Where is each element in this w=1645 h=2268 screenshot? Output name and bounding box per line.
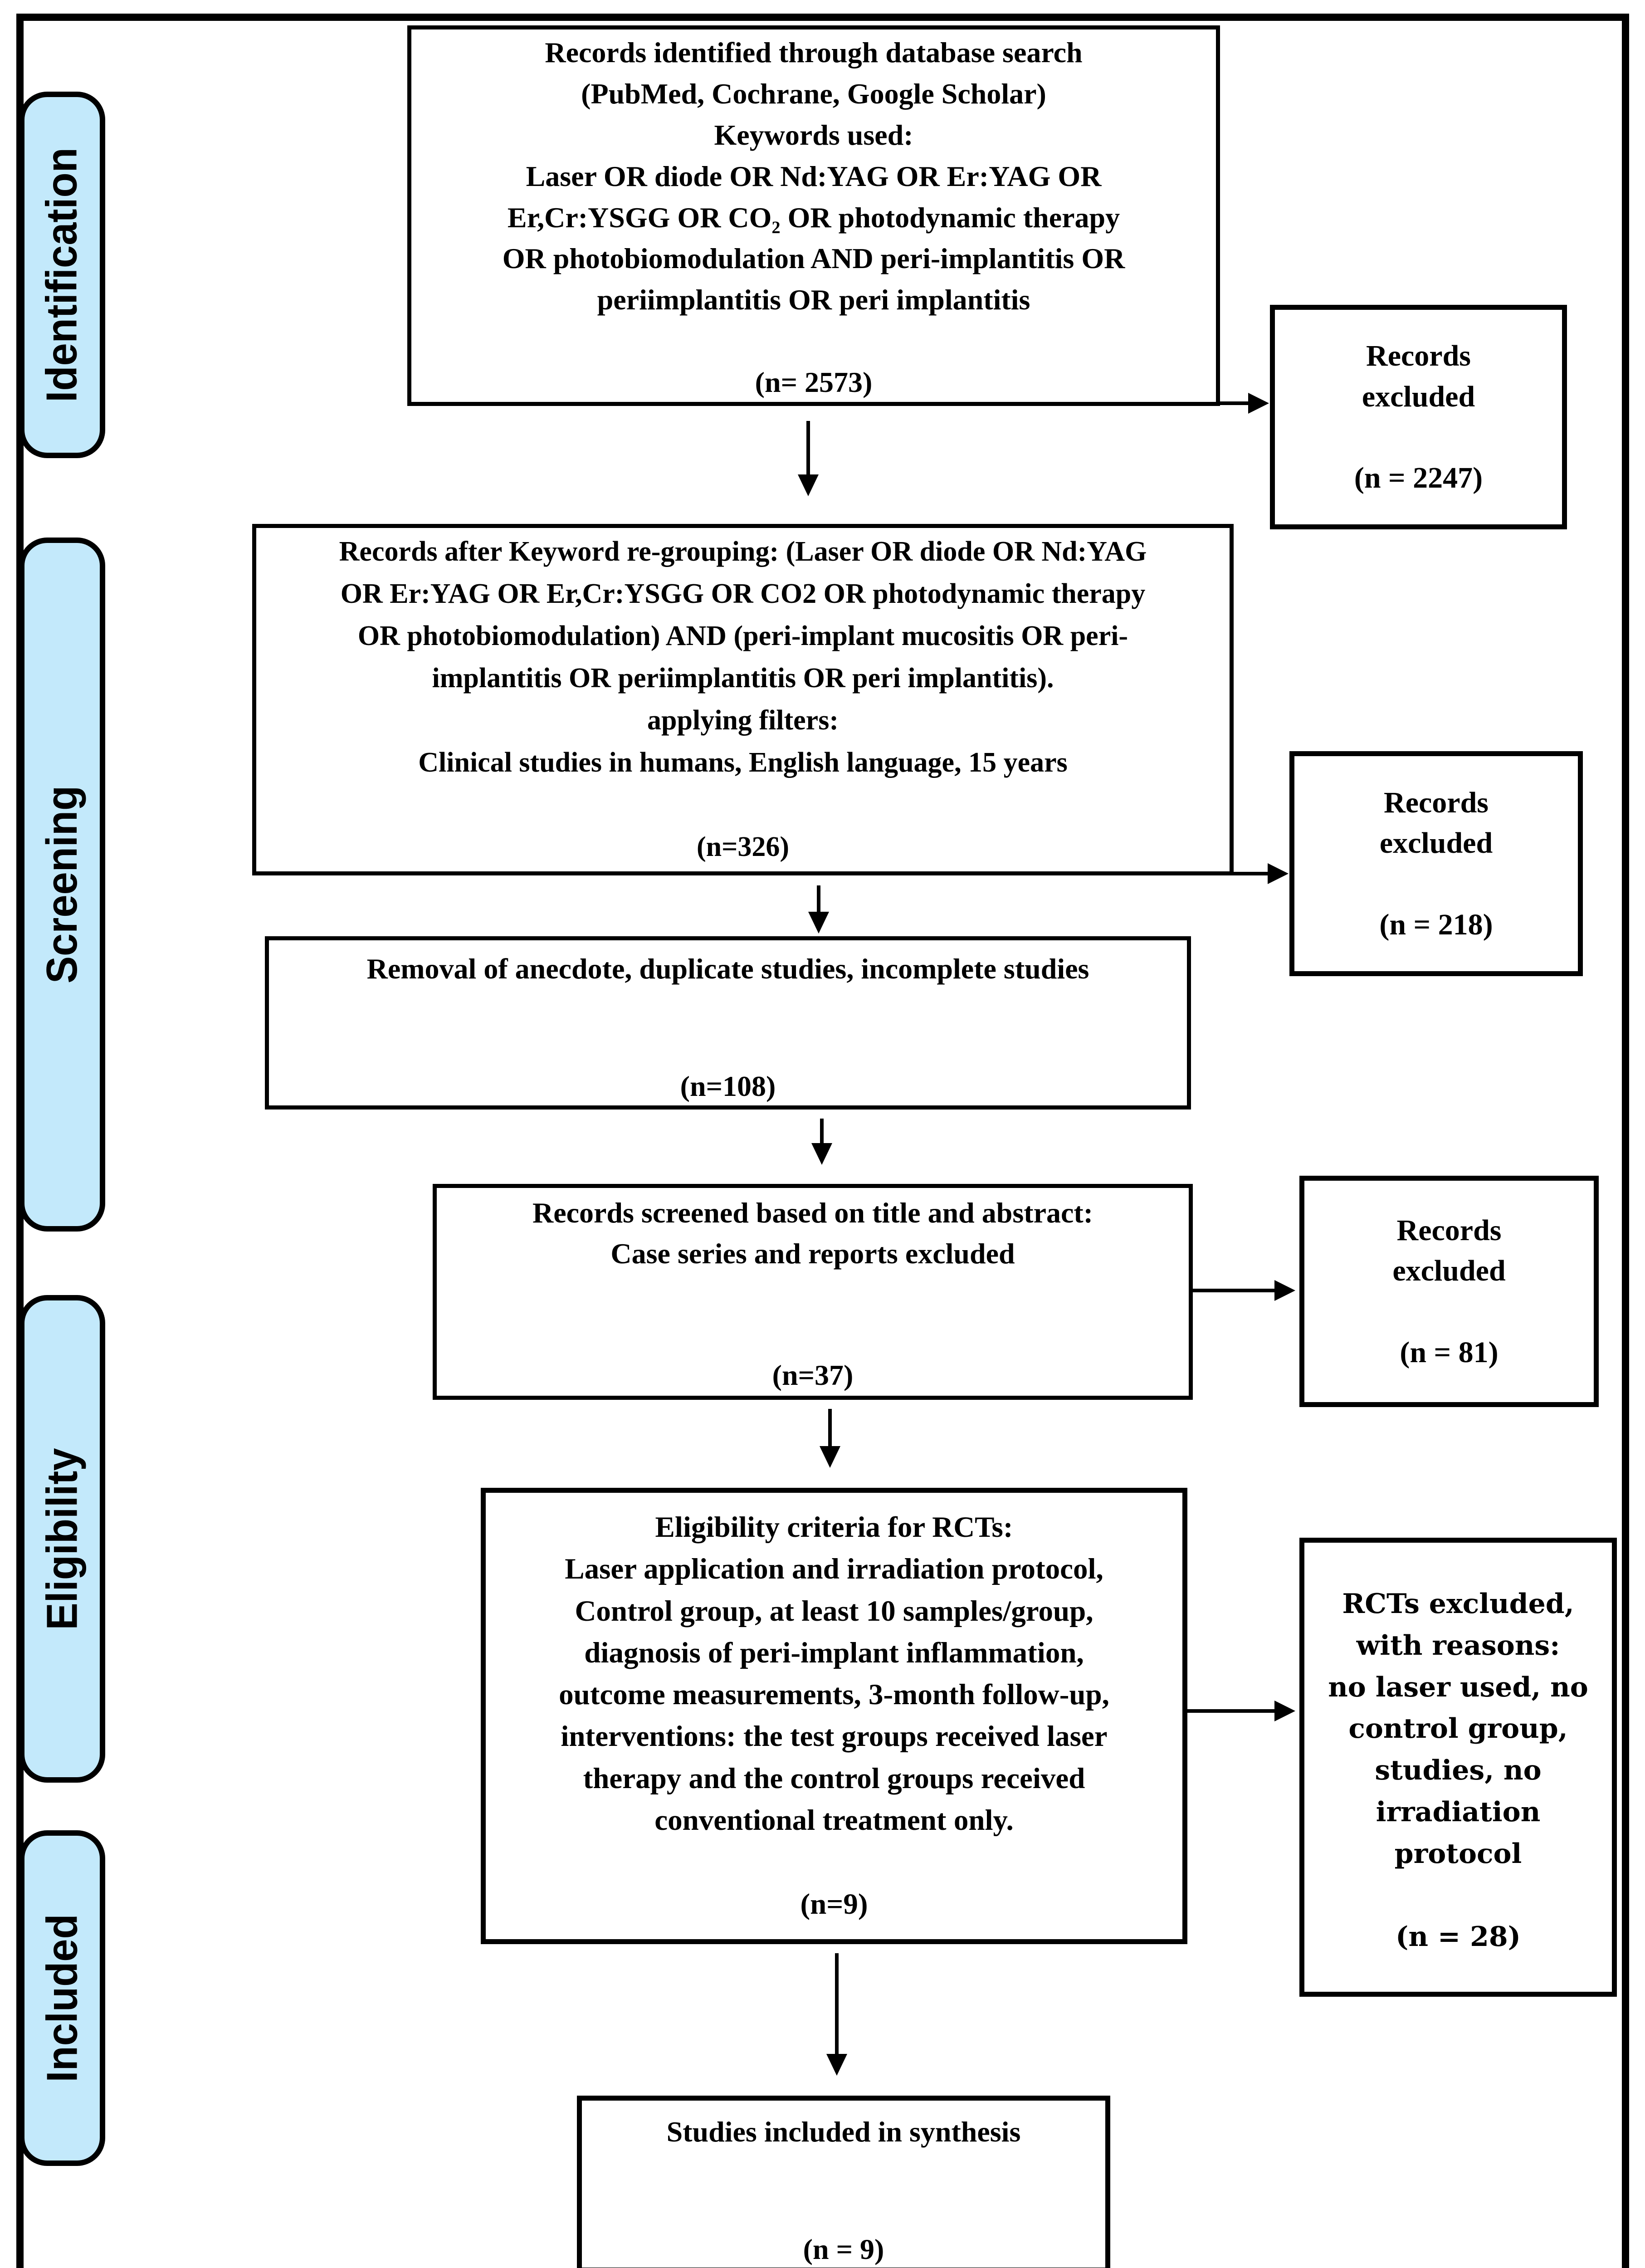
stage-identification: Identification [19, 92, 105, 458]
arrow-down-icon [808, 912, 829, 934]
box-eligibility-criteria-text: Eligibility criteria for RCTs: Laser app… [559, 1511, 1109, 1921]
arrow-eligibility-to-included [835, 1953, 839, 2054]
arrow-down-icon [826, 2054, 847, 2076]
box-rcts-excluded: RCTs excluded, with reasons: no laser us… [1299, 1538, 1617, 1997]
box-records-identified: Records identified through database sear… [407, 25, 1220, 406]
box-rcts-excluded-text: RCTs excluded, with reasons: no laser us… [1328, 1588, 1588, 1953]
stage-included: Included [19, 1830, 105, 2166]
arrow-identified-to-excluded [1220, 401, 1248, 405]
box-records-excluded-search: Records excluded (n = 2247) [1270, 305, 1567, 529]
box-duplicates-removed: Removal of anecdote, duplicate studies, … [265, 936, 1191, 1110]
arrow-screened-to-eligibility [828, 1409, 832, 1446]
stage-eligibility-label: Eligibility [38, 1447, 87, 1630]
box-records-regrouped-text: Records after Keyword re-grouping: (Lase… [339, 536, 1147, 862]
box-records-excluded-search-text: Records excluded (n = 2247) [1354, 339, 1483, 495]
arrow-down-icon [811, 1143, 832, 1165]
arrow-regrouped-to-excluded [1232, 872, 1268, 875]
box-records-excluded-title-abstract-text: Records excluded (n = 81) [1392, 1213, 1506, 1369]
box-records-excluded-filters: Records excluded (n = 218) [1289, 751, 1583, 976]
box-records-regrouped: Records after Keyword re-grouping: (Lase… [252, 524, 1234, 875]
arrow-eligibility-to-rcts-excluded [1187, 1709, 1274, 1713]
arrow-right-icon [1248, 393, 1269, 414]
arrow-down-icon [798, 474, 819, 496]
stage-identification-label: Identification [38, 147, 87, 402]
box-records-screened: Records screened based on title and abst… [433, 1184, 1193, 1400]
stage-screening: Screening [19, 538, 105, 1232]
stage-screening-label: Screening [38, 785, 86, 984]
arrow-right-icon [1274, 1280, 1295, 1301]
box-records-identified-text: Records identified through database sear… [502, 36, 1125, 398]
box-records-excluded-filters-text: Records excluded (n = 218) [1379, 786, 1493, 941]
box-records-screened-text: Records screened based on title and abst… [532, 1197, 1093, 1392]
stage-eligibility: Eligibility [19, 1295, 105, 1783]
arrow-screened-to-excluded [1193, 1289, 1274, 1292]
stage-included-label: Included [38, 1914, 86, 2082]
box-duplicates-removed-text: Removal of anecdote, duplicate studies, … [366, 953, 1089, 1103]
arrow-regrouped-to-removal [817, 885, 820, 912]
arrow-right-icon [1274, 1701, 1295, 1721]
arrow-identified-to-regrouped [806, 421, 810, 474]
box-studies-included-text: Studies included in synthesis (n = 9) [666, 2116, 1021, 2266]
arrow-down-icon [820, 1446, 840, 1468]
arrow-removal-to-screened [820, 1119, 824, 1143]
box-studies-included: Studies included in synthesis (n = 9) [577, 2096, 1110, 2268]
arrow-right-icon [1268, 863, 1289, 884]
box-records-excluded-title-abstract: Records excluded (n = 81) [1299, 1176, 1599, 1407]
box-eligibility-criteria: Eligibility criteria for RCTs: Laser app… [481, 1488, 1187, 1944]
